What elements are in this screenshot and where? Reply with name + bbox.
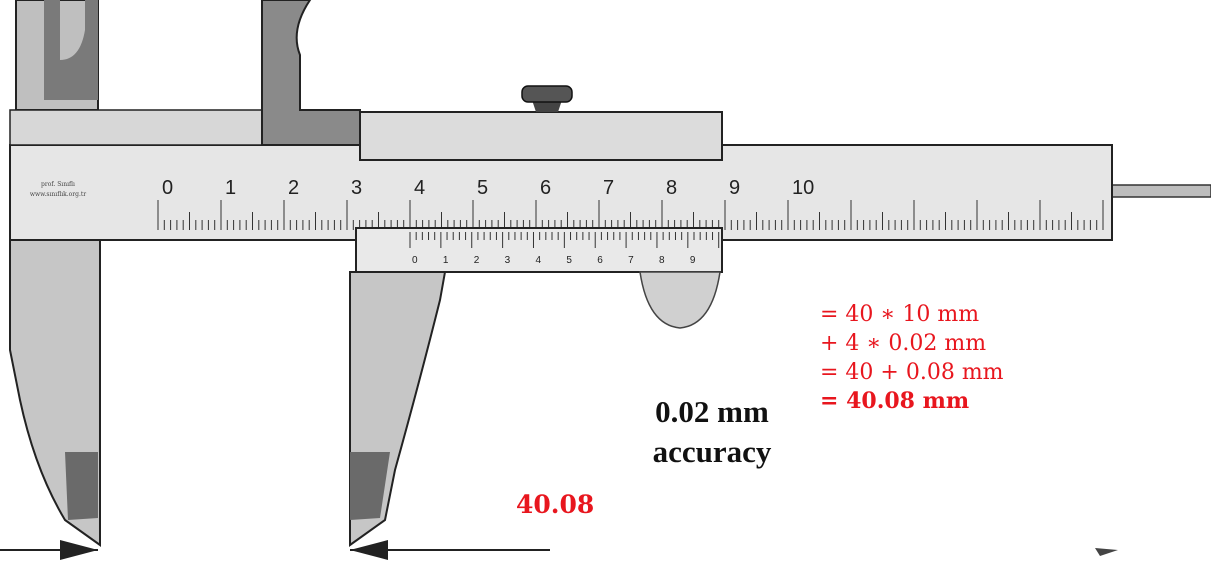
- vernier-scale-label: 0: [412, 255, 418, 266]
- main-scale-label: 8: [666, 177, 677, 199]
- corner-mark: [1095, 548, 1118, 556]
- main-scale-label: 5: [477, 177, 488, 199]
- accuracy-label: 0.02 mm accuracy: [612, 392, 812, 472]
- movable-upper-jaw: [261, 0, 361, 146]
- right-arrowhead: [350, 540, 388, 560]
- vernier-scale-label: 1: [443, 255, 449, 266]
- thumb-screw: [521, 85, 573, 103]
- main-scale-label: 2: [288, 177, 299, 199]
- calc-step-3: = 40 + 0.08 mm: [820, 360, 1004, 385]
- depth-rod: [1109, 184, 1211, 198]
- main-scale-labels: 0 1 2 3 4 5 6 7 8 9 10: [162, 177, 814, 199]
- accuracy-value: 0.02 mm: [655, 394, 769, 429]
- thumb-wheel: [639, 271, 721, 329]
- fixed-upper-jaw-tip: [44, 0, 98, 100]
- main-scale-label: 10: [792, 177, 814, 199]
- brand-line-2: www.sınıflık.org.tr: [30, 191, 86, 198]
- fixed-lower-jaw-pad: [65, 452, 98, 520]
- main-scale-label: 7: [603, 177, 614, 199]
- vernier-scale-label: 3: [505, 255, 511, 266]
- vernier-scale-labels: 0 1 2 3 4 5 6 7 8 9: [412, 255, 696, 266]
- calc-step-2: + 4 ∗ 0.02 mm: [820, 331, 987, 356]
- vernier-scale-label: 4: [535, 255, 541, 266]
- thumb-screw-base: [532, 100, 562, 112]
- main-scale-label: 4: [414, 177, 425, 199]
- vernier-scale-label: 9: [690, 255, 696, 266]
- vernier-scale-label: 2: [474, 255, 480, 266]
- main-scale-label: 3: [351, 177, 362, 199]
- vernier-scale-ticks: [409, 232, 720, 248]
- vernier-scale-label: 6: [597, 255, 603, 266]
- main-scale-label: 6: [540, 177, 551, 199]
- calc-result: = 40.08 mm: [820, 388, 970, 414]
- accuracy-word: accuracy: [652, 434, 772, 469]
- brand-line-1: prof. Sınıflı: [41, 181, 75, 188]
- movable-lower-jaw-pad: [350, 452, 390, 520]
- reading-label: 40.08: [516, 490, 595, 519]
- vernier-scale-label: 5: [566, 255, 572, 266]
- left-arrowhead: [60, 540, 98, 560]
- main-scale-label: 1: [225, 177, 236, 199]
- main-scale-label: 0: [162, 177, 173, 199]
- main-scale-label: 9: [729, 177, 740, 199]
- vernier-plate: [355, 227, 723, 273]
- vernier-scale-label: 8: [659, 255, 665, 266]
- slider-top: [359, 111, 723, 161]
- calculation-steps: = 40 ∗ 10 mm + 4 ∗ 0.02 mm = 40 + 0.08 m…: [820, 300, 1004, 416]
- vernier-scale-label: 7: [628, 255, 634, 266]
- calc-step-1: = 40 ∗ 10 mm: [820, 302, 980, 327]
